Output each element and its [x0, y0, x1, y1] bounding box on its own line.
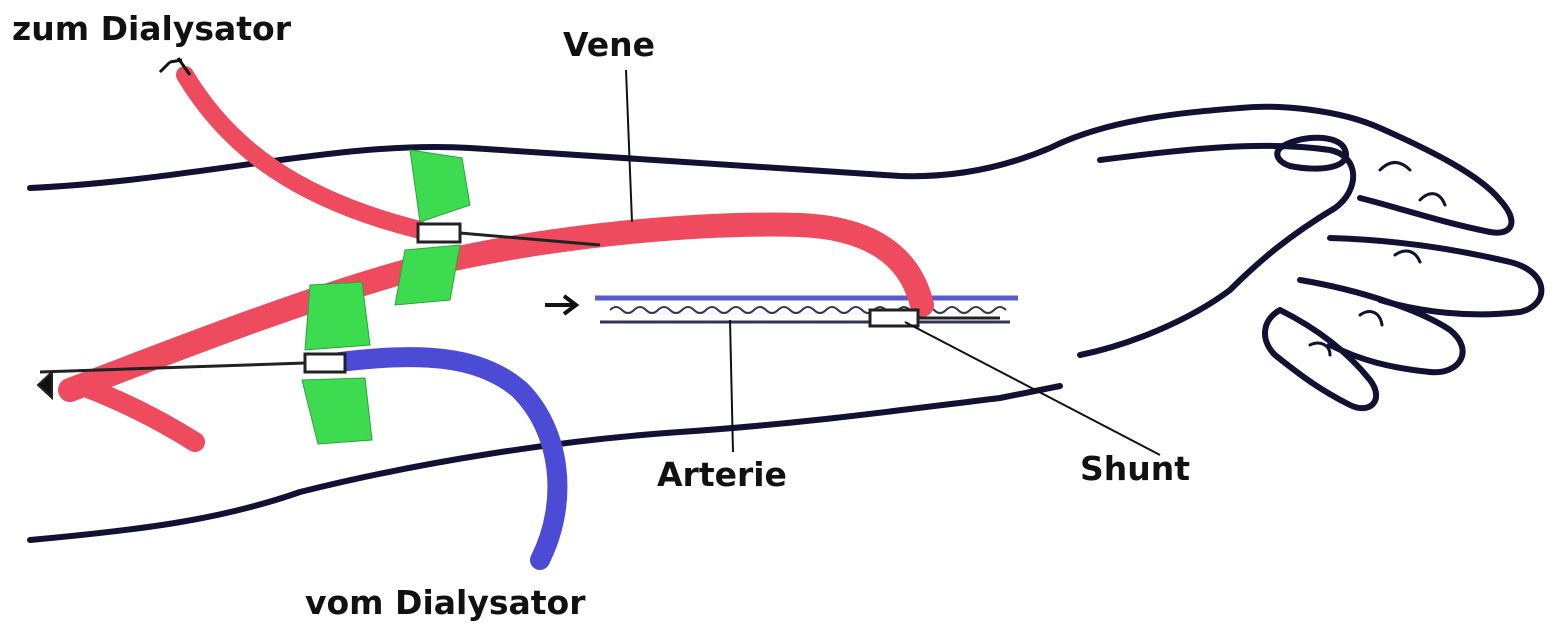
label-to-dialyzer: zum Dialysator — [12, 12, 291, 45]
label-from-dialyzer: vom Dialysator — [305, 586, 585, 619]
vein-vessel — [70, 75, 922, 442]
arterie-leader — [730, 320, 733, 452]
lower-needle-hub — [305, 354, 345, 372]
shunt-connector — [870, 310, 918, 326]
upper-needle-hub — [418, 224, 460, 242]
label-shunt: Shunt — [1080, 452, 1190, 485]
label-vein: Vene — [563, 28, 655, 61]
flow-arrow-icon — [545, 296, 576, 314]
label-artery: Arterie — [657, 458, 787, 491]
vene-leader — [626, 70, 632, 222]
